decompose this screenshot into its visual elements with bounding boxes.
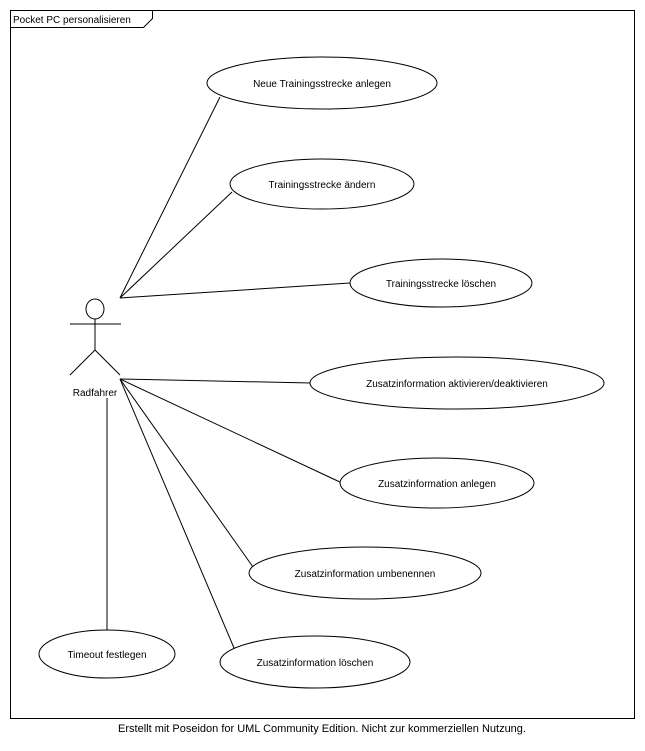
use-case-label: Zusatzinformation umbenennen <box>295 569 436 580</box>
footer-notice: Erstellt mit Poseidon for UML Community … <box>118 723 526 735</box>
use-case-label: Timeout festlegen <box>67 650 146 661</box>
use-case-zusatzinformation-anlegen[interactable]: Zusatzinformation anlegen <box>339 457 535 509</box>
frame-title: Pocket PC personalisieren <box>13 15 131 26</box>
use-case-trainingsstrecke-loeschen[interactable]: Trainingsstrecke löschen <box>349 258 533 308</box>
use-case-label: Zusatzinformation löschen <box>257 658 374 669</box>
association-uc1 <box>119 96 221 299</box>
use-case-label: Zusatzinformation aktivieren/deaktiviere… <box>366 379 548 390</box>
use-case-label: Neue Trainingsstrecke anlegen <box>253 79 391 90</box>
use-case-trainingsstrecke-aendern[interactable]: Trainingsstrecke ändern <box>229 158 415 210</box>
actor-name: Radfahrer <box>73 388 118 399</box>
association-uc4 <box>119 378 312 384</box>
use-case-label: Trainingsstrecke ändern <box>269 180 376 191</box>
use-case-zusatzinformation-umbenennen[interactable]: Zusatzinformation umbenennen <box>248 546 482 600</box>
frame-title-tab <box>10 10 153 28</box>
use-case-label: Zusatzinformation anlegen <box>378 479 496 490</box>
use-case-label: Trainingsstrecke löschen <box>386 279 496 290</box>
association-uc6 <box>119 378 254 568</box>
actor-radfahrer[interactable]: Radfahrer <box>69 298 121 399</box>
association-uc5 <box>119 378 343 484</box>
use-case-zusatzinformation-loeschen[interactable]: Zusatzinformation löschen <box>219 635 411 689</box>
diagram-frame <box>10 10 635 719</box>
use-case-neue-trainingsstrecke-anlegen[interactable]: Neue Trainingsstrecke anlegen <box>206 56 438 110</box>
use-case-zusatzinformation-aktivieren-deaktivieren[interactable]: Zusatzinformation aktivieren/deaktiviere… <box>309 356 605 410</box>
associations <box>106 96 351 649</box>
association-uc7 <box>119 378 235 649</box>
association-uc2 <box>119 191 233 299</box>
association-uc3 <box>119 282 351 299</box>
use-case-timeout-festlegen[interactable]: Timeout festlegen <box>38 629 176 679</box>
actor-stick-figure-icon <box>69 298 121 376</box>
